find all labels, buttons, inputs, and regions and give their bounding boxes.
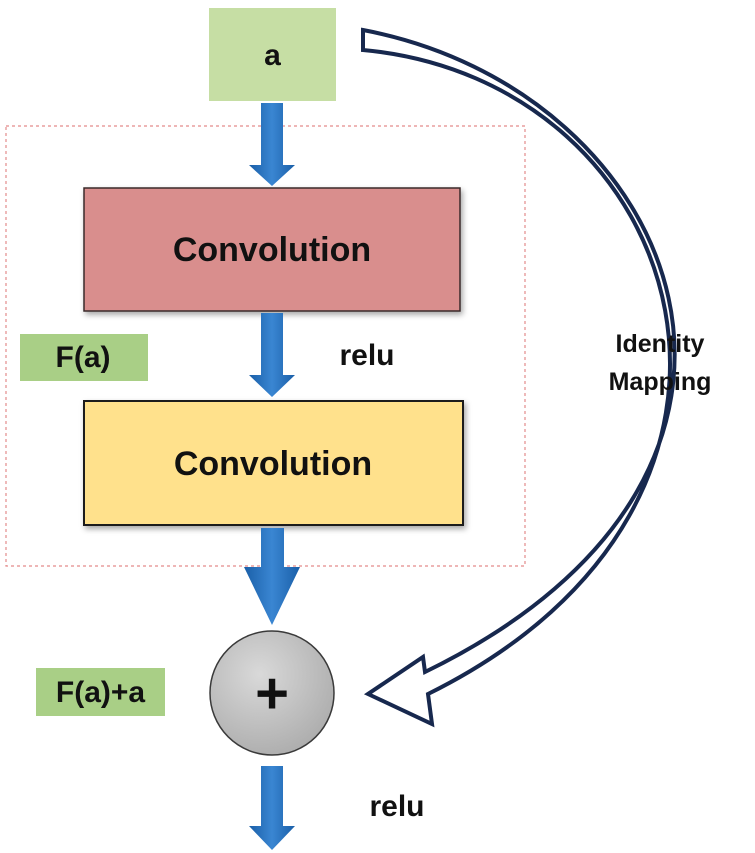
input-node: a: [209, 8, 336, 101]
plus-icon: +: [255, 661, 289, 726]
residual-tag-label: F(a): [56, 341, 111, 374]
identity-mapping-arrow: [361, 27, 677, 728]
input-label: a: [264, 39, 281, 72]
identity-mapping-line-1: Identity: [616, 330, 705, 358]
sum-tag-box: [36, 668, 165, 716]
arrow-output: [249, 766, 295, 850]
residual-tag-box: [20, 334, 148, 381]
convolution-block-1: Convolution: [83, 187, 461, 312]
conv1-label: Convolution: [173, 231, 371, 269]
arrow-conv2-to-sum: [244, 528, 300, 625]
relu-label-2: relu: [369, 790, 424, 823]
sum-tag-label: F(a)+a: [56, 676, 146, 709]
sum-output-tag: F(a)+a: [36, 668, 165, 716]
identity-mapping-label: Identity Mapping: [609, 330, 712, 396]
residual-function-tag: F(a): [20, 334, 148, 381]
input-box: [209, 8, 336, 101]
convolution-block-2: Convolution: [83, 400, 464, 526]
arrow-conv1-to-conv2: [249, 313, 295, 397]
sum-circle: [209, 630, 335, 756]
conv2-label: Convolution: [174, 445, 372, 483]
conv2-box: [83, 400, 464, 526]
arrow-input-to-conv1: [249, 103, 295, 186]
identity-mapping-line-2: Mapping: [609, 368, 712, 396]
addition-node: +: [209, 630, 335, 756]
relu-label-1: relu: [339, 339, 394, 372]
conv1-box: [83, 187, 461, 312]
